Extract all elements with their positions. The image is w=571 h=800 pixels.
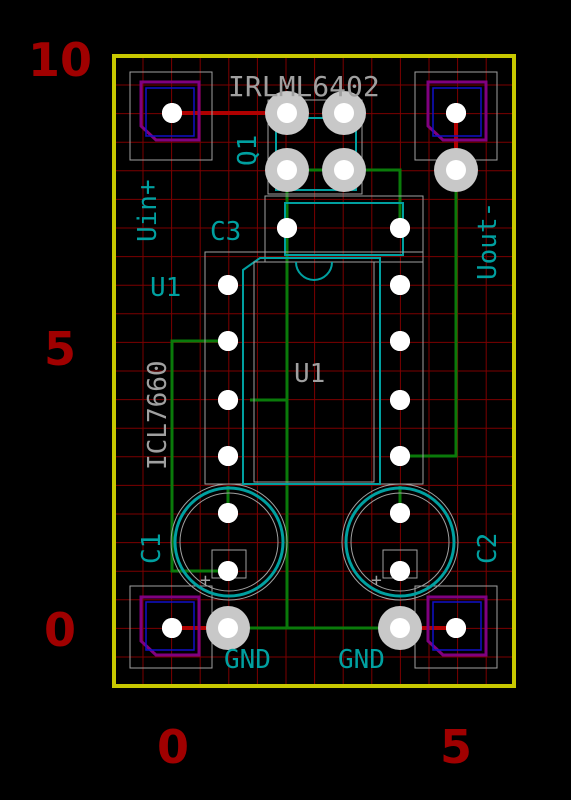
fab-inner <box>145 601 195 651</box>
fab-inner <box>432 87 482 137</box>
u1-pin-right-4-drill <box>390 446 410 466</box>
u1-silk <box>242 257 381 485</box>
c1-polarity-mark: + <box>200 570 211 591</box>
u1-pin-left-4-drill <box>218 446 238 466</box>
courtyard <box>129 71 213 161</box>
c2-ref-label: C2 <box>473 533 503 564</box>
q1-pad-1-drill <box>277 103 297 123</box>
c2-footprint <box>341 483 459 601</box>
uout-label: Uout- <box>473 202 503 280</box>
c2-silk <box>344 486 456 598</box>
u1-footprint <box>204 251 424 485</box>
connector-gnd-right <box>414 585 498 669</box>
c2-pad-2-drill <box>390 561 410 581</box>
fab-inner <box>432 601 482 651</box>
u1-value-label: ICL7660 <box>143 360 173 470</box>
c1-courtyard <box>170 483 288 601</box>
fab-outline <box>139 80 201 142</box>
u1-pin-right-1-drill <box>390 275 410 295</box>
fab-outline <box>139 595 201 657</box>
uout-pad-2-drill <box>446 160 466 180</box>
uin-label: Uin+ <box>133 179 163 242</box>
q1-pad-2-drill <box>334 103 354 123</box>
c1-gnd-pad-drill <box>218 618 238 638</box>
q1-pad-4-drill <box>334 160 354 180</box>
y-axis-label-10: 10 <box>28 33 92 87</box>
u1-pin-right-3-drill <box>390 390 410 410</box>
c1-silk <box>173 486 285 598</box>
pads <box>162 91 478 650</box>
trace-c1-u1 <box>170 339 228 573</box>
c2-courtyard <box>341 483 459 601</box>
uout-pad-drill <box>446 103 466 123</box>
connector-uin <box>129 71 213 161</box>
gnd-left-pad-drill <box>162 618 182 638</box>
y-axis-label-5: 5 <box>44 322 76 376</box>
c1-pad-2-drill <box>218 561 238 581</box>
u1-pin-right-2-drill <box>390 331 410 351</box>
c1-footprint <box>170 483 288 601</box>
gnd-right-label: GND <box>338 645 385 675</box>
u1-ref-label-center: U1 <box>294 359 325 389</box>
y-axis-label-0: 0 <box>44 603 76 657</box>
c1-body <box>179 492 279 592</box>
q1-courtyard <box>267 99 363 195</box>
u1-pin-left-1-drill <box>218 275 238 295</box>
board-outline <box>112 54 516 688</box>
c1-ref-label: C1 <box>137 533 167 564</box>
x-axis-label-0: 0 <box>157 720 189 774</box>
fab-outline <box>426 80 488 142</box>
gnd-right-pad-drill <box>446 618 466 638</box>
trace-u1-uout <box>400 170 458 458</box>
uin-pad-drill <box>162 103 182 123</box>
c2-polarity-mark: + <box>371 570 382 591</box>
x-axis-label-5: 5 <box>440 720 472 774</box>
c3-ref-label: C3 <box>210 217 241 247</box>
u1-body <box>253 261 375 483</box>
q1-pad-3-drill <box>277 160 297 180</box>
q1-ref-label: Q1 <box>233 135 263 166</box>
gnd-left-label: GND <box>224 645 271 675</box>
fab-outline <box>426 595 488 657</box>
c2-gnd-pad-drill <box>390 618 410 638</box>
c2-pad-1-drill <box>390 503 410 523</box>
c1-pad-1-drill <box>218 503 238 523</box>
c2-body <box>350 492 450 592</box>
fab-inner <box>145 87 195 137</box>
c3-pad-1-drill <box>277 218 297 238</box>
u1-ref-label-top: U1 <box>150 273 181 303</box>
u1-pin-left-3-drill <box>218 390 238 410</box>
q1-value-label: IRLML6402 <box>228 70 380 103</box>
u1-notch <box>295 261 333 281</box>
c3-pad-2-drill <box>390 218 410 238</box>
u1-pin-left-2-drill <box>218 331 238 351</box>
